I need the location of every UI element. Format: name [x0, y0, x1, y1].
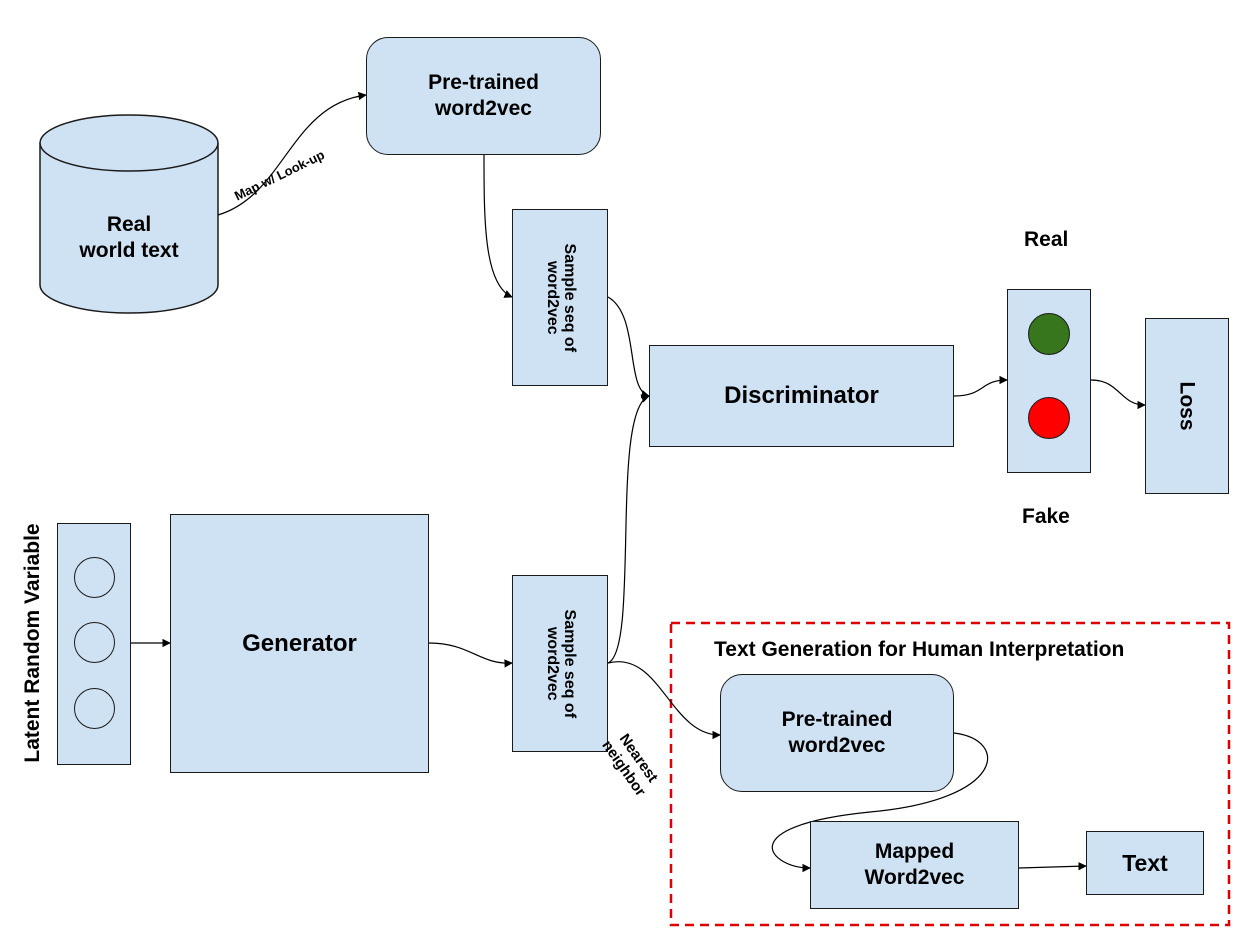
loss-label: Loss	[1176, 381, 1200, 431]
loss: Loss	[1145, 318, 1229, 494]
sample-seq-top: Sample seq of word2vec	[512, 209, 608, 386]
pretrained-word2vec-bottom: Pre-trained word2vec	[720, 674, 954, 792]
pretrained-word2vec-top: Pre-trained word2vec	[366, 37, 601, 155]
generator: Generator	[170, 514, 429, 773]
latent-node-3	[74, 688, 115, 729]
edge-sample-bottom-to-pretrained-bottom	[607, 661, 721, 740]
human-interpretation-title: Text Generation for Human Interpretation	[714, 638, 1125, 661]
fake-label: Fake	[1022, 505, 1070, 528]
edge-database-to-pretrained	[217, 91, 367, 216]
edge-sample-bottom-to-discriminator	[607, 394, 650, 664]
sample-seq-top-label: Sample seq of word2vec	[544, 243, 578, 352]
real-world-text-database-icon	[39, 114, 219, 314]
real-world-text-label: Real world text	[79, 213, 179, 262]
discriminator: Discriminator	[649, 345, 954, 447]
sample-seq-bottom: Sample seq of word2vec	[512, 575, 608, 752]
real-label: Real	[1024, 228, 1069, 251]
edge-sample-top-to-discriminator	[607, 296, 650, 399]
fake-indicator-light	[1028, 397, 1070, 439]
edge-generator-to-sample-bottom	[428, 642, 513, 668]
edge-discriminator-to-indicator	[953, 375, 1008, 397]
sample-seq-bottom-label: Sample seq of word2vec	[544, 609, 578, 718]
human-interpretation-group	[669, 621, 1231, 927]
latent-node-2	[74, 622, 115, 663]
mapped-word2vec: Mapped Word2vec	[810, 821, 1019, 909]
text-output: Text	[1086, 831, 1204, 895]
real-indicator-light	[1028, 313, 1070, 355]
edge-pretrained-to-sample-top	[483, 154, 513, 298]
latent-variable-label: Latent Random Variable	[21, 523, 44, 763]
latent-node-1	[74, 557, 115, 598]
edge-mapped-to-text	[1018, 862, 1087, 871]
edge-indicator-to-loss	[1090, 379, 1146, 410]
edge-pretrained-bottom-to-mapped	[771, 732, 989, 873]
